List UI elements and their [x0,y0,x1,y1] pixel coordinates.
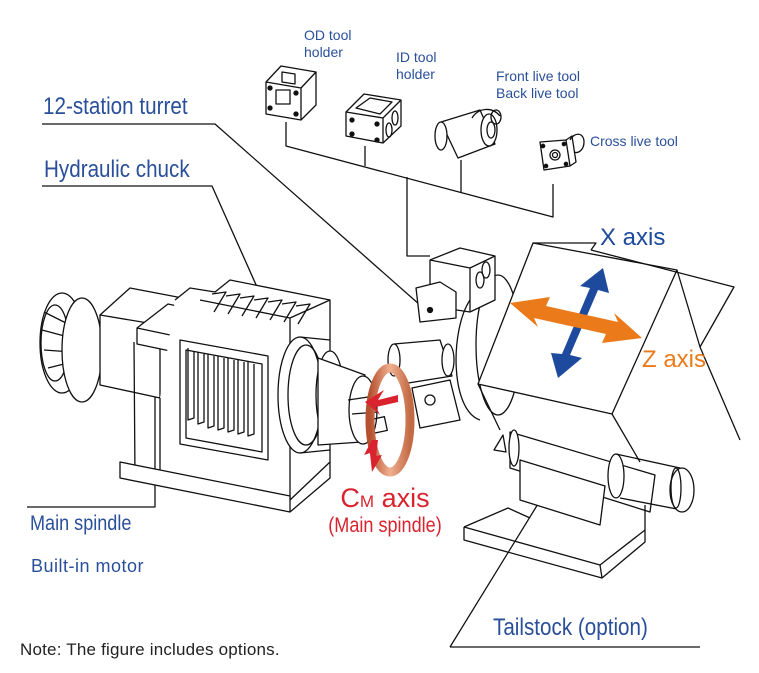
cm-axis-word: axis [374,483,430,513]
front-live-tool-line: Front live tool [496,68,581,84]
main-spindle-label: Main spindle [30,512,132,535]
cm-axis-letter: C [340,483,360,513]
front-back-live-tool-label: Front live tool Back live tool [496,68,580,102]
od-tool-holder-label: OD tool holder [304,27,351,61]
z-axis-label: Z axis [642,346,707,373]
cross-live-tool-label: Cross live tool [590,133,678,149]
z-axis-arrow [510,297,642,343]
id-tool-holder-label: ID tool holder [396,49,436,83]
cm-axis-subscript: M [359,492,375,511]
turret-leader-line [42,123,421,306]
id-tool-holder-line-2: holder [396,66,435,82]
cm-axis-rotation-ring [364,363,415,477]
turret-label: 12-station turret [43,93,188,120]
front-back-live-tool-drawing [434,108,502,159]
od-tool-holder-line-2: holder [304,44,343,60]
tailstock-label: Tailstock (option) [493,614,648,641]
cm-axis-note: (Main spindle) [328,513,442,537]
hydraulic-chuck-label: Hydraulic chuck [44,156,190,183]
tool-bracket-line [285,122,554,218]
figure-note: Note: The figure includes options. [20,640,280,659]
id-tool-holder-line-1: ID tool [396,49,437,65]
cross-live-tool-drawing [539,133,585,171]
back-live-tool-line: Back live tool [496,85,579,101]
cm-axis-label: CM axis (Main spindle) [305,483,465,537]
built-in-motor-label: Built-in motor [31,556,145,576]
x-axis-label: X axis [600,224,666,251]
od-tool-holder-line-1: OD tool [304,27,352,43]
id-tool-holder-drawing [345,93,402,144]
spindle-housing-drawing [39,279,388,513]
tailstock-drawing [463,429,695,579]
od-tool-holder-drawing [265,65,317,121]
cm-axis-title: CM axis [305,483,465,514]
